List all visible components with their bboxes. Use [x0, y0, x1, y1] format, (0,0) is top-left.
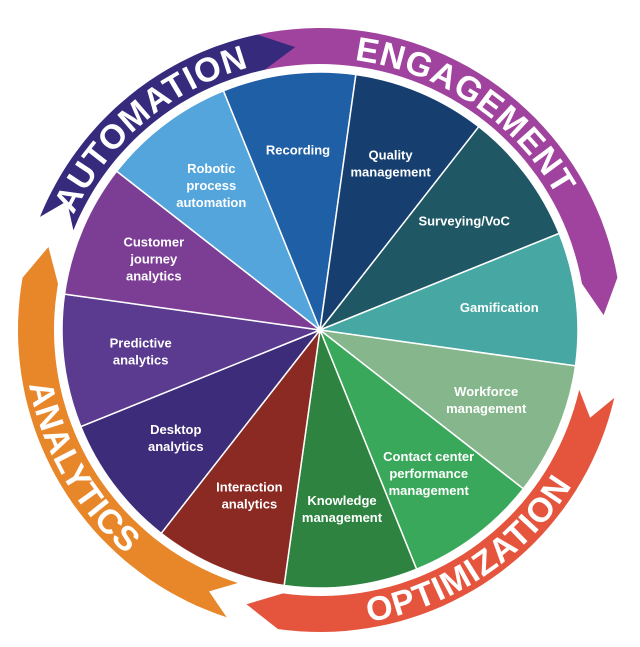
- category-arc-analytics: [18, 247, 238, 618]
- wheel-label-recording: Recording: [266, 143, 330, 158]
- wheel-slice-contact-center-performance-management: [318, 327, 525, 571]
- wheel-slices: [61, 71, 579, 589]
- category-arc-automation: [40, 34, 296, 231]
- wheel-label-gamification: Gamification: [460, 300, 539, 315]
- wheel-slice-desktop-analytics: [79, 328, 323, 535]
- wheel-slice-robotic-process-automation: [115, 89, 322, 333]
- wheel-slice-interaction-analytics: [160, 327, 322, 587]
- category-arc-engagement: [257, 28, 618, 316]
- wheel-slice-surveying-voc: [317, 125, 561, 332]
- wheel-slice-recording: [222, 71, 357, 333]
- wheel-slice-workforce-management: [317, 328, 577, 490]
- category-arcs: [18, 28, 618, 632]
- wheel-slice-customer-journey-analytics: [63, 170, 323, 332]
- wheel-slice-knowledge-management: [283, 327, 418, 589]
- wheel-label-surveying-voc: Surveying/VoC: [418, 213, 510, 228]
- wheel-slice-predictive-analytics: [61, 293, 323, 428]
- wheel-slice-quality-management: [318, 73, 480, 333]
- category-arc-optimization: [246, 389, 615, 632]
- wheel-slice-gamification: [317, 232, 579, 367]
